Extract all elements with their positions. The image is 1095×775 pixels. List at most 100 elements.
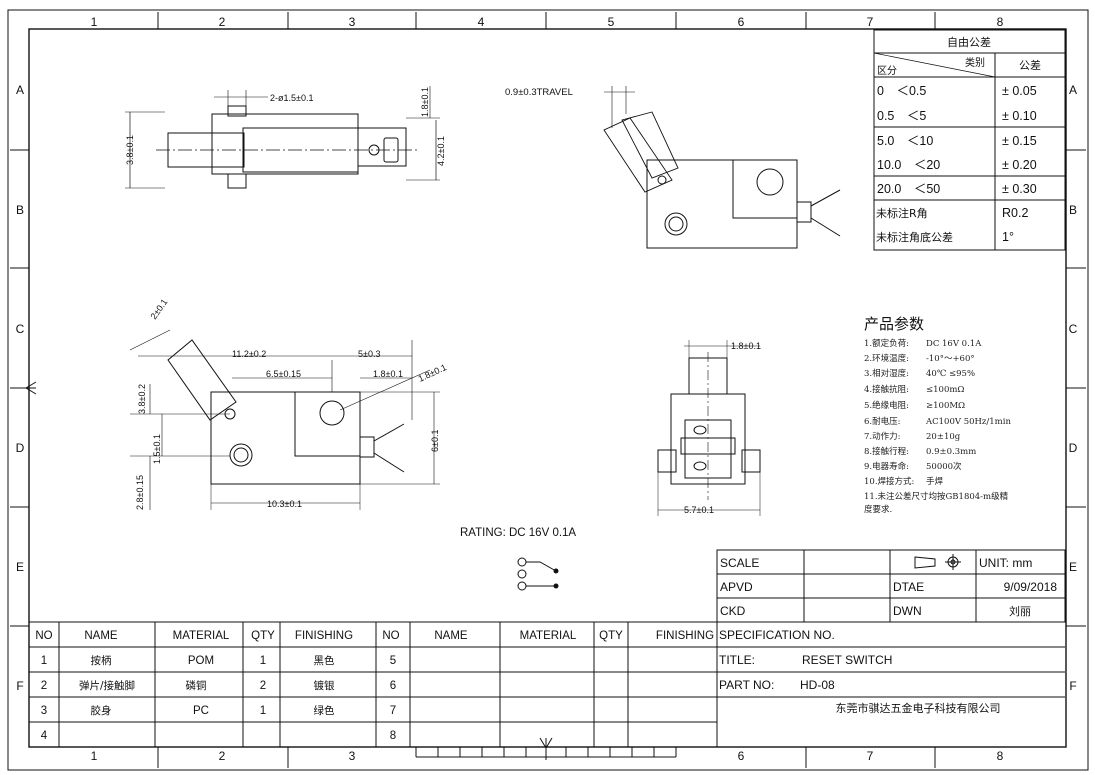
bom-finishing: 绿色 bbox=[314, 704, 335, 717]
row-label: B bbox=[16, 203, 24, 217]
dim-4-2: 4.2±0.1 bbox=[436, 136, 446, 166]
param-label: 11.未注公差尺寸均按GB1804-m级精 bbox=[864, 491, 1009, 502]
param-label: 9.电器寿命: bbox=[864, 461, 909, 472]
dim-1-8: 1.8±0.1 bbox=[420, 87, 430, 117]
tolerance-value: ± 0.20 bbox=[1002, 158, 1037, 172]
tolerance-range: 0 ＜0.5 bbox=[877, 84, 926, 98]
dim-2-8: 2.8±0.15 bbox=[135, 475, 145, 510]
tolerance-value: R0.2 bbox=[1002, 206, 1028, 220]
part-value: HD-08 bbox=[800, 678, 835, 692]
bom-qty: 1 bbox=[260, 655, 266, 667]
tolerance-range: 未标注角底公差 bbox=[876, 230, 953, 244]
bom-name: 胶身 bbox=[91, 704, 112, 717]
bom-no-2: 8 bbox=[390, 730, 396, 742]
param-label: 10.焊接方式: bbox=[864, 476, 914, 487]
dim-6-5: 6.5±0.15 bbox=[266, 369, 301, 379]
outer-border bbox=[7, 9, 1089, 771]
center-marks bbox=[14, 381, 553, 760]
tolerance-value: ± 0.10 bbox=[1002, 109, 1037, 123]
row-label: B bbox=[1069, 203, 1077, 217]
rating-label: RATING: DC 16V 0.1A bbox=[460, 527, 576, 539]
param-value: 40℃ ≤95% bbox=[926, 369, 975, 379]
tolerance-range: 20.0 ＜50 bbox=[877, 182, 940, 196]
dim-1-8-b: 1.8±0.1 bbox=[417, 362, 448, 384]
dim-1-8-a: 1.8±0.1 bbox=[373, 369, 403, 379]
bom-header: FINISHING bbox=[295, 630, 353, 642]
spec-label: SPECIFICATION NO. bbox=[719, 628, 835, 642]
tolerance-range: 未标注R角 bbox=[876, 206, 928, 220]
product-params: 产品参数 1.额定负荷:DC 16V 0.1A 2.环境温度:-10°～+60°… bbox=[864, 315, 1011, 515]
row-label: A bbox=[1069, 83, 1077, 97]
param-value: AC100V 50Hz/1min bbox=[925, 417, 1011, 427]
param-label: 6.耐电压: bbox=[864, 416, 900, 427]
tolerance-value: ± 0.30 bbox=[1002, 182, 1037, 196]
bom-header: QTY bbox=[599, 630, 623, 642]
ckd-label: CKD bbox=[720, 604, 746, 618]
params-title: 产品参数 bbox=[864, 315, 924, 333]
param-value: -10°～+60° bbox=[926, 354, 975, 364]
row-label: E bbox=[16, 560, 24, 574]
bom-material: PC bbox=[193, 705, 209, 717]
dim-side-1-8: 1.8±0.1 bbox=[731, 341, 761, 351]
param-value: ≥100MΩ bbox=[926, 401, 965, 411]
bom-finishing: 黑色 bbox=[314, 654, 335, 667]
param-value: DC 16V 0.1A bbox=[926, 339, 982, 349]
bom-header: MATERIAL bbox=[520, 630, 577, 642]
row-label: E bbox=[1069, 560, 1077, 574]
tolerance-header-tolerance: 公差 bbox=[1019, 58, 1041, 72]
scale-label: SCALE bbox=[720, 556, 759, 570]
bom-header: NAME bbox=[434, 630, 468, 642]
col-label: 2 bbox=[219, 15, 226, 29]
company-name: 东莞市骐达五金电子科技有限公司 bbox=[836, 701, 1001, 715]
dtae-label: DTAE bbox=[893, 580, 924, 594]
bom-no-2: 5 bbox=[390, 655, 396, 667]
title-label: TITLE: bbox=[719, 653, 755, 667]
travel-view bbox=[603, 86, 841, 249]
column-labels: 1 2 3 4 5 6 7 8 1 2 3 6 7 8 bbox=[91, 15, 1004, 763]
row-label: C bbox=[16, 322, 25, 336]
bom-table-grid bbox=[29, 621, 717, 758]
dwn-name: 刘丽 bbox=[1009, 605, 1031, 618]
row-label: F bbox=[16, 679, 23, 693]
date-value: 9/09/2018 bbox=[1004, 580, 1058, 594]
bom-name: 按柄 bbox=[91, 654, 112, 667]
bom-header: QTY bbox=[251, 630, 275, 642]
tolerance-header-category: 类别 bbox=[965, 56, 985, 69]
part-label: PART NO: bbox=[719, 678, 774, 692]
bom-header: NO bbox=[35, 630, 52, 642]
row-labels: A B C D E F A B C D E F bbox=[16, 83, 1078, 693]
bom-material: 磷铜 bbox=[186, 679, 207, 692]
row-label: D bbox=[1069, 441, 1078, 455]
switch-schematic-icon bbox=[517, 557, 559, 591]
col-label: 6 bbox=[738, 15, 745, 29]
col-label: 3 bbox=[349, 749, 356, 763]
dim-1-5: 1.5±0.1 bbox=[152, 434, 162, 464]
param-label: 4.接触抗阻: bbox=[864, 384, 909, 395]
apvd-label: APVD bbox=[720, 580, 753, 594]
bom-no: 3 bbox=[41, 705, 47, 717]
param-value: ≤100mΩ bbox=[926, 385, 964, 395]
title-value: RESET SWITCH bbox=[802, 653, 892, 667]
dwn-label: DWN bbox=[893, 604, 922, 618]
param-label: 2.环境温度: bbox=[864, 353, 909, 364]
col-label: 1 bbox=[91, 749, 98, 763]
col-label: 5 bbox=[608, 15, 615, 29]
param-value: 0.9±0.3mm bbox=[926, 447, 976, 457]
dim-10-3: 10.3±0.1 bbox=[267, 499, 302, 509]
tolerance-range: 10.0 ＜20 bbox=[877, 158, 940, 172]
col-label: 1 bbox=[91, 15, 98, 29]
param-label: 度要求. bbox=[864, 504, 892, 515]
travel-label: 0.9±0.3TRAVEL bbox=[505, 87, 573, 98]
projection-symbol-icon bbox=[914, 554, 961, 570]
col-label: 8 bbox=[997, 749, 1004, 763]
dim-side-5-7: 5.7±0.1 bbox=[684, 505, 714, 515]
col-label: 6 bbox=[738, 749, 745, 763]
row-label: C bbox=[1069, 322, 1078, 336]
tolerance-header-section: 区分 bbox=[877, 65, 897, 77]
bom-no-2: 7 bbox=[390, 705, 396, 717]
unit-label: UNIT: mm bbox=[979, 556, 1032, 570]
dim-5: 5±0.3 bbox=[358, 349, 380, 359]
col-label: 7 bbox=[867, 15, 874, 29]
tolerance-value: ± 0.05 bbox=[1002, 84, 1037, 98]
